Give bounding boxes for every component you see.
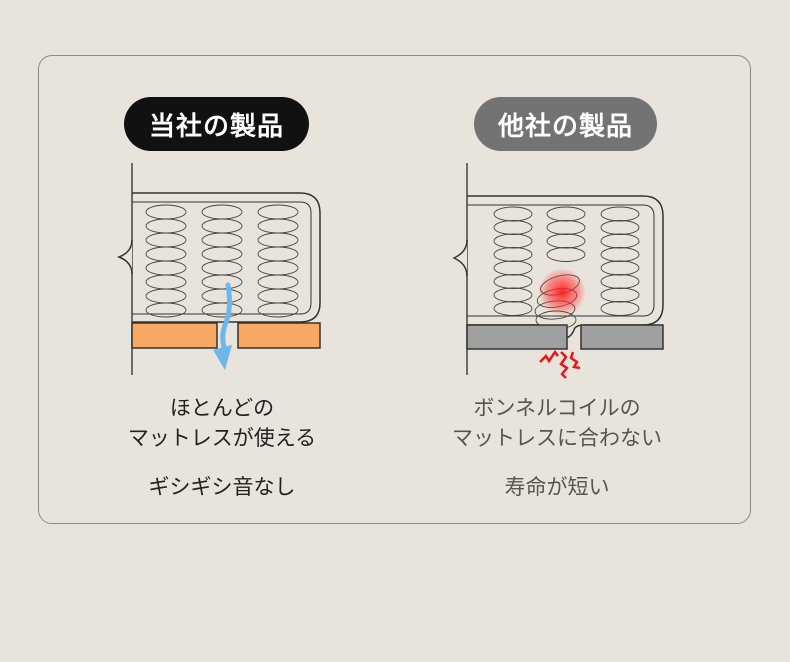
coil-loop: [201, 274, 243, 290]
coil-loop: [145, 218, 187, 234]
our-desc-line2: マットレスが使える: [127, 426, 317, 450]
coil-loop: [257, 288, 299, 304]
coil-loop: [145, 274, 187, 290]
coil-loop: [493, 260, 533, 276]
coil-loop: [493, 233, 533, 249]
other-mattress-illustration: [452, 163, 664, 379]
coil-loop: [257, 232, 299, 248]
coil-loop: [600, 301, 640, 316]
our-product-badge-label: 当社の製品: [148, 111, 284, 142]
squeak-noise-icon: [539, 349, 581, 379]
coil-loop: [546, 220, 586, 235]
comparison-panel: [38, 55, 751, 524]
coil-loop: [257, 302, 299, 318]
our-benefit: ギシギシ音なし: [148, 475, 296, 499]
bed-board-right: [237, 322, 321, 349]
airflow-arrow-icon: [220, 282, 232, 355]
coil-loop: [600, 220, 640, 235]
coil-loop: [257, 246, 299, 262]
our-product-badge: 当社の製品: [124, 97, 309, 151]
our-desc-line1: ほとんどの: [169, 396, 275, 420]
other-product-badge-label: 他社の製品: [497, 111, 633, 142]
coil-loop: [493, 301, 533, 316]
coil-loop: [600, 233, 640, 249]
other-drawback: 寿命が短い: [504, 475, 610, 499]
coil-loop: [201, 232, 243, 248]
other-desc-line1: ボンネルコイルの: [473, 396, 641, 420]
coil-loop: [145, 246, 187, 262]
coil-loop: [201, 246, 243, 262]
coil-loop: [201, 260, 243, 276]
coil-loop: [493, 206, 533, 222]
coil-loop: [546, 247, 586, 262]
our-mattress-illustration: [116, 163, 321, 375]
bed-board-left: [466, 324, 568, 350]
coil-loop: [145, 302, 187, 318]
coil-loop: [493, 274, 533, 289]
coil-loop: [600, 247, 640, 262]
coil-loop: [600, 206, 640, 222]
other-product-badge: 他社の製品: [474, 97, 657, 151]
coil-loop: [600, 260, 640, 276]
coil-loop: [257, 218, 299, 234]
coil-loop: [201, 218, 243, 234]
coil-loop: [257, 274, 299, 290]
coil-loop: [201, 288, 243, 304]
coil-loop: [546, 233, 586, 249]
coil-loop: [201, 204, 243, 220]
pocket-coils: [145, 204, 299, 318]
bed-board-right: [580, 324, 664, 350]
coil-loop: [493, 220, 533, 235]
coil-loop: [201, 302, 243, 318]
coil-loop: [145, 260, 187, 276]
coil-loop: [493, 287, 533, 303]
stress-point-glow: [538, 268, 586, 316]
coil-loop: [257, 204, 299, 220]
coil-loop: [145, 288, 187, 304]
other-desc-line2: マットレスに合わない: [452, 426, 662, 450]
coil-loop: [145, 232, 187, 248]
coil-loop: [600, 274, 640, 289]
bed-board-left: [131, 322, 218, 349]
coil-loop: [546, 206, 586, 222]
coil-loop: [493, 247, 533, 262]
coil-loop: [257, 260, 299, 276]
coil-loop: [145, 204, 187, 220]
coil-loop: [600, 287, 640, 303]
